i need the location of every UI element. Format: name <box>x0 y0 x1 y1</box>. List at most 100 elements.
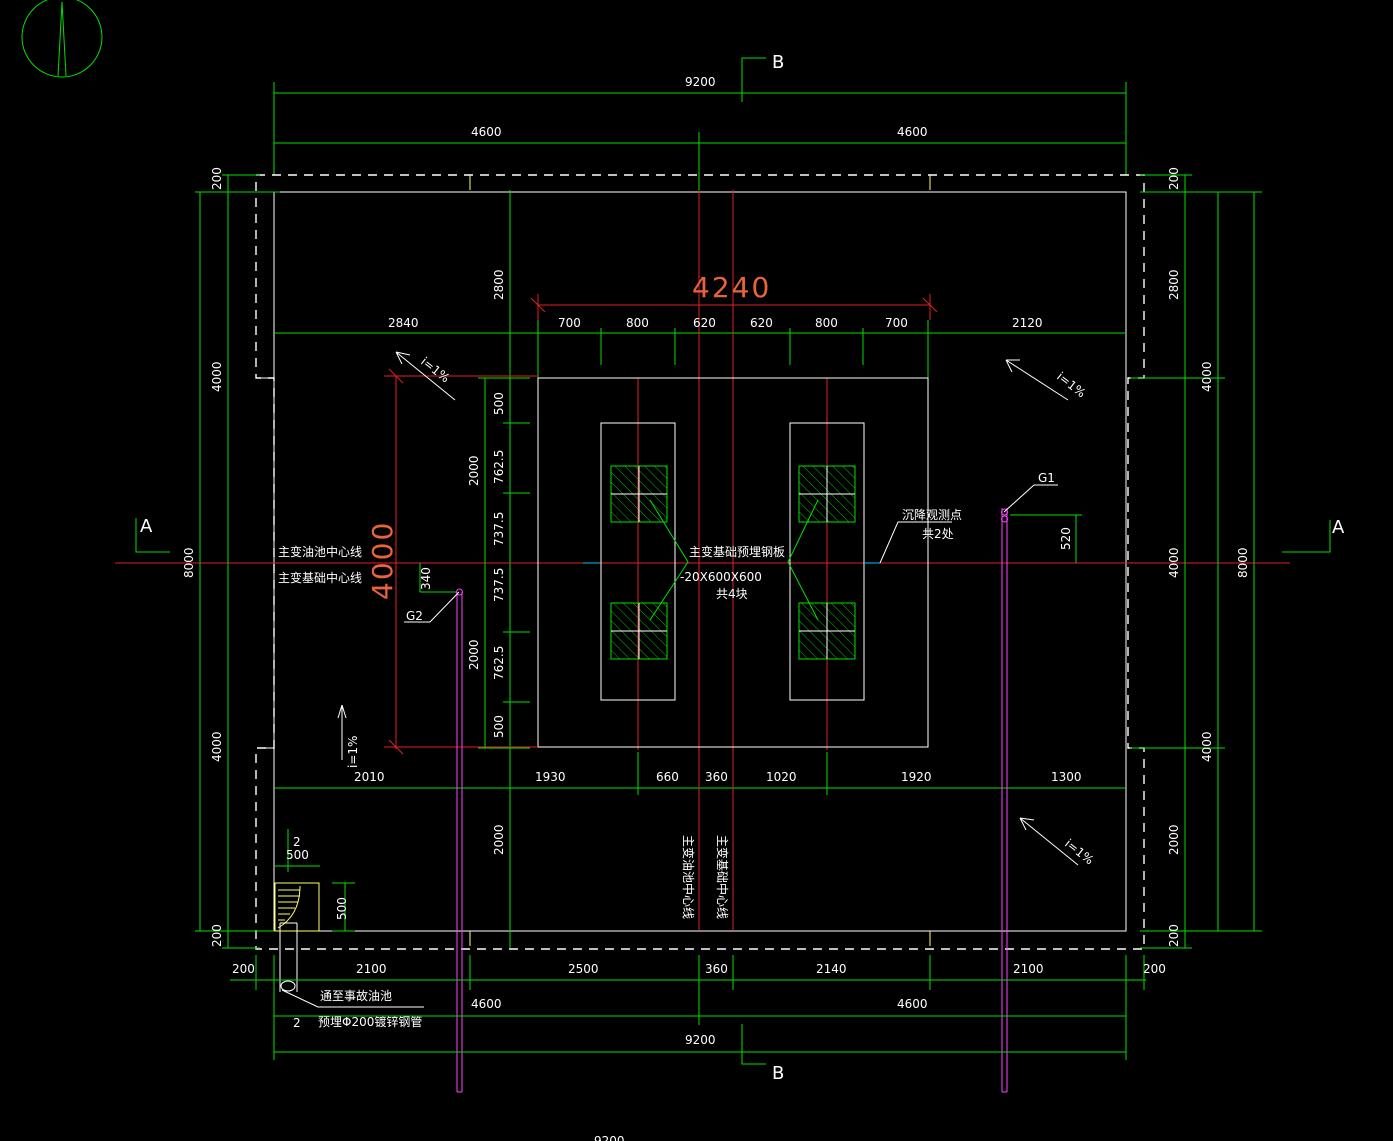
slope-label-4: i=1% <box>346 736 360 768</box>
dim-upper-4: 620 <box>750 316 773 330</box>
dim-upper-3: 620 <box>693 316 716 330</box>
dim-inner-2800: 2800 <box>492 269 506 300</box>
label-plate-spec: -20X600X600 <box>680 570 762 584</box>
dim-upper-6: 700 <box>885 316 908 330</box>
section-marker-a-right: A <box>1282 517 1345 553</box>
dim-g1-offset: 520 <box>1059 527 1073 550</box>
dim-right-4000-top: 4000 <box>1200 361 1214 392</box>
dim-bottom-seg-1: 2100 <box>356 962 387 976</box>
plate-bottom-left <box>610 602 668 660</box>
svg-text:B: B <box>772 52 784 73</box>
left-vertical-dimension-lines <box>195 174 280 949</box>
svg-text:B: B <box>772 1063 784 1084</box>
pad-dimension-line <box>478 377 530 749</box>
label-g1: G1 <box>1038 471 1055 485</box>
label-embedded-plate: 主变基础预埋钢板 <box>689 544 785 559</box>
dim-bottom-seg-5: 2100 <box>1013 962 1044 976</box>
dim-right-2000: 2000 <box>1167 824 1181 855</box>
bottom-dimension-lines <box>230 955 1146 1060</box>
dim-inner-2000-c: 2000 <box>492 824 506 855</box>
dim-pad-737-top: 737.5 <box>492 512 506 546</box>
transformer-foundation <box>537 377 929 748</box>
dim-top-left-half: 4600 <box>471 125 502 139</box>
centerlines <box>115 190 1290 930</box>
label-oil-pool-centerline-vertical: 主变油池中心线 <box>681 835 696 919</box>
label-pipe: 预埋Φ200镀锌钢管 <box>318 1014 422 1029</box>
dim-left-200-top: 200 <box>210 167 224 190</box>
g1-leader <box>1003 484 1058 513</box>
g2-leader <box>404 591 460 623</box>
slope-arrows <box>337 351 1079 866</box>
dim-bottom-seg-4: 2140 <box>816 962 847 976</box>
dim-right-2800: 2800 <box>1167 269 1181 300</box>
dim-upper-5: 800 <box>815 316 838 330</box>
dim-bottom-seg-2: 2500 <box>568 962 599 976</box>
label-settlement: 沉降观测点 <box>902 508 962 522</box>
section-marker-b-bottom: B <box>741 1024 784 1084</box>
svg-text:A: A <box>1332 517 1345 538</box>
label-oil-pool-centerline: 主变油池中心线 <box>278 544 362 559</box>
dim-upper-0: 2840 <box>388 316 419 330</box>
dim-lower-5: 1920 <box>901 770 932 784</box>
svg-text:A: A <box>140 516 153 537</box>
dim-bottom-seg-6: 200 <box>1143 962 1166 976</box>
dim-pad-762-top: 762.5 <box>492 450 506 484</box>
dim-lower-1: 1930 <box>535 770 566 784</box>
dim-right-4000-bottom: 4000 <box>1200 731 1214 762</box>
dim-bottom-seg-3: 360 <box>705 962 728 976</box>
dim-top-total: 9200 <box>685 75 716 89</box>
slope-label-3: i=1% <box>1062 836 1096 867</box>
dim-transformer-width: 4240 <box>692 271 771 304</box>
section-marker-a-left: A <box>135 516 170 553</box>
dim-bottom-half-left: 4600 <box>471 997 502 1011</box>
label-settlement-count: 共2处 <box>922 527 954 541</box>
label-foundation-centerline: 主变基础中心线 <box>278 570 362 585</box>
plate-top-right <box>798 465 856 523</box>
grounding-pipes <box>456 508 1008 1093</box>
dim-lower-2: 660 <box>656 770 679 784</box>
dim-g2-offset: 340 <box>419 567 433 590</box>
dim-lower-4: 1020 <box>766 770 797 784</box>
dim-pad-500-bottom: 500 <box>492 715 506 738</box>
dim-transformer-depth: 4000 <box>366 521 399 600</box>
dim-pad-500-top: 500 <box>492 392 506 415</box>
dim-bottom-total: 9200 <box>685 1033 716 1047</box>
dim-right-200-top: 200 <box>1167 167 1181 190</box>
dim-left-4000-top: 4000 <box>210 361 224 392</box>
dim-upper-1: 700 <box>558 316 581 330</box>
dim-pad-737-bottom: 737.5 <box>492 568 506 602</box>
dim-upper-7: 2120 <box>1012 316 1043 330</box>
section-number-2-bottom: 2 <box>293 1016 301 1030</box>
dim-lower-3: 360 <box>705 770 728 784</box>
dim-right-200-bottom: 200 <box>1167 924 1181 947</box>
dim-lower-6: 1300 <box>1051 770 1082 784</box>
dim-upper-2: 800 <box>626 316 649 330</box>
drain-pit <box>274 829 424 1008</box>
dim-left-4000-bottom: 4000 <box>210 731 224 762</box>
dim-left-200-bottom: 200 <box>210 924 224 947</box>
dim-bottom-half-right: 4600 <box>897 997 928 1011</box>
label-to-oil-pool: 通至事故油池 <box>320 988 392 1003</box>
dim-bottom-cutoff: 9200 <box>594 1134 625 1141</box>
embedded-steel-plates <box>583 465 952 660</box>
grid-lines <box>274 140 1126 948</box>
section-number-2-top: 2 <box>293 835 301 849</box>
label-plate-count: 共4块 <box>716 587 748 601</box>
dim-inner-2000-a: 2000 <box>467 455 481 486</box>
top-dimension-lines <box>273 82 1127 175</box>
north-arrow-icon <box>21 0 103 78</box>
dim-lower-0: 2010 <box>354 770 385 784</box>
slope-label-1: i=1% <box>418 354 452 385</box>
section-marker-b-top: B <box>741 52 784 102</box>
dim-left-8000: 8000 <box>182 547 196 578</box>
slope-label-2: i=1% <box>1054 369 1088 400</box>
dim-pad-762-bottom: 762.5 <box>492 646 506 680</box>
red-transformer-dims <box>384 294 938 755</box>
dim-pit-width: 500 <box>286 848 309 862</box>
offset-dims <box>419 514 1082 593</box>
dim-inner-2000-b: 2000 <box>467 639 481 670</box>
dim-pit-height: 500 <box>335 897 349 920</box>
label-foundation-centerline-vertical: 主变基础中心线 <box>715 835 730 919</box>
label-g2: G2 <box>406 609 423 623</box>
